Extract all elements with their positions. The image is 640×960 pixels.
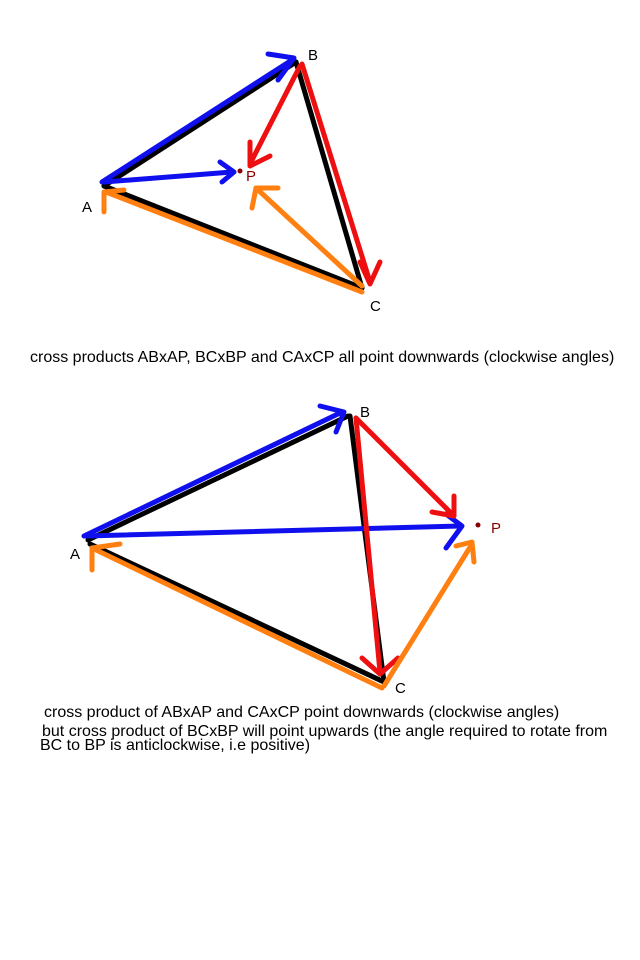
vectors-from-b-1 [247,61,383,287]
arrowhead-ap-1 [217,159,237,185]
edge-bc-1 [293,59,365,291]
vector-ab-2 [81,409,345,539]
arrowhead-bp-2 [429,493,457,519]
vector-ap-2 [83,523,463,539]
caption-diagram-2-line-2: but cross product of BCxBP will point up… [42,723,608,740]
vectors-from-c-2 [89,539,477,691]
arrowhead-cp-1 [249,185,281,211]
vector-bp-2 [353,415,455,517]
triangle-2 [85,413,387,685]
caption-diagram-1: cross products ABxAP, BCxBP and CAxCP al… [30,349,615,366]
label-c-2: C [395,680,406,697]
vector-cp-1 [253,185,365,289]
label-a-2: A [70,546,80,563]
arrowhead-ab-1 [265,51,297,83]
triangle-1 [101,59,365,291]
vector-ca-1 [103,189,365,295]
vector-bc-1 [299,61,373,285]
caption-diagram-2-line-1: cross product of ABxAP and CAxCP point d… [44,704,560,721]
label-b-2: B [360,404,370,421]
arrowhead-ca-1 [101,187,127,215]
vectors-from-b-2 [353,415,457,677]
vector-cp-2 [381,541,475,689]
vector-bp-1 [247,63,303,167]
label-a-1: A [82,199,92,216]
vectors-from-c-1 [101,185,365,295]
vectors-from-a-2 [81,403,465,551]
arrowhead-bp-1 [247,139,273,169]
vector-ca-2 [89,545,385,691]
label-p-1: P [246,168,256,185]
edge-ab-2 [85,413,351,543]
point-p-2 [475,522,481,528]
point-p-1 [237,168,243,174]
label-c-1: C [370,298,381,315]
vector-ab-1 [99,57,295,185]
label-b-1: B [308,47,318,64]
vector-bc-2 [353,415,383,675]
arrowhead-cp-2 [453,539,477,565]
caption-diagram-2-line-3: BC to BP is anticlockwise, i.e positive) [40,737,311,754]
arrowhead-ca-2 [89,541,123,573]
arrowhead-bc-2 [359,655,401,677]
edge-ca-1 [101,183,365,291]
vectors-from-a-1 [99,51,297,185]
label-p-2: P [491,520,501,537]
arrowhead-ab-2 [317,403,347,435]
edge-ab-1 [101,59,299,189]
edge-ca-2 [87,541,387,685]
vector-ap-1 [101,169,235,185]
diagram-1 [99,51,383,295]
diagram-2 [81,403,481,691]
arrowhead-bc-1 [357,259,383,287]
